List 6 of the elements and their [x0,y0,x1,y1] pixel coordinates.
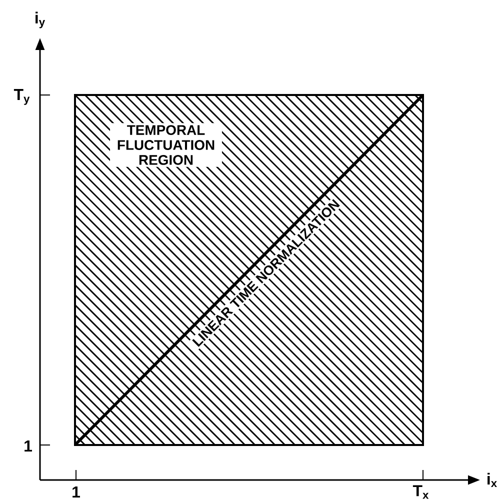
axis-label: i$_{x}$ [488,472,497,488]
axis-label: i$_{y}$ [36,12,45,28]
tick-label: T$_{x}$ [412,485,429,499]
tick-label: 1 [24,440,32,452]
tick-label: T$_{y}$ [14,89,30,105]
tick-label: 1 [72,486,80,498]
